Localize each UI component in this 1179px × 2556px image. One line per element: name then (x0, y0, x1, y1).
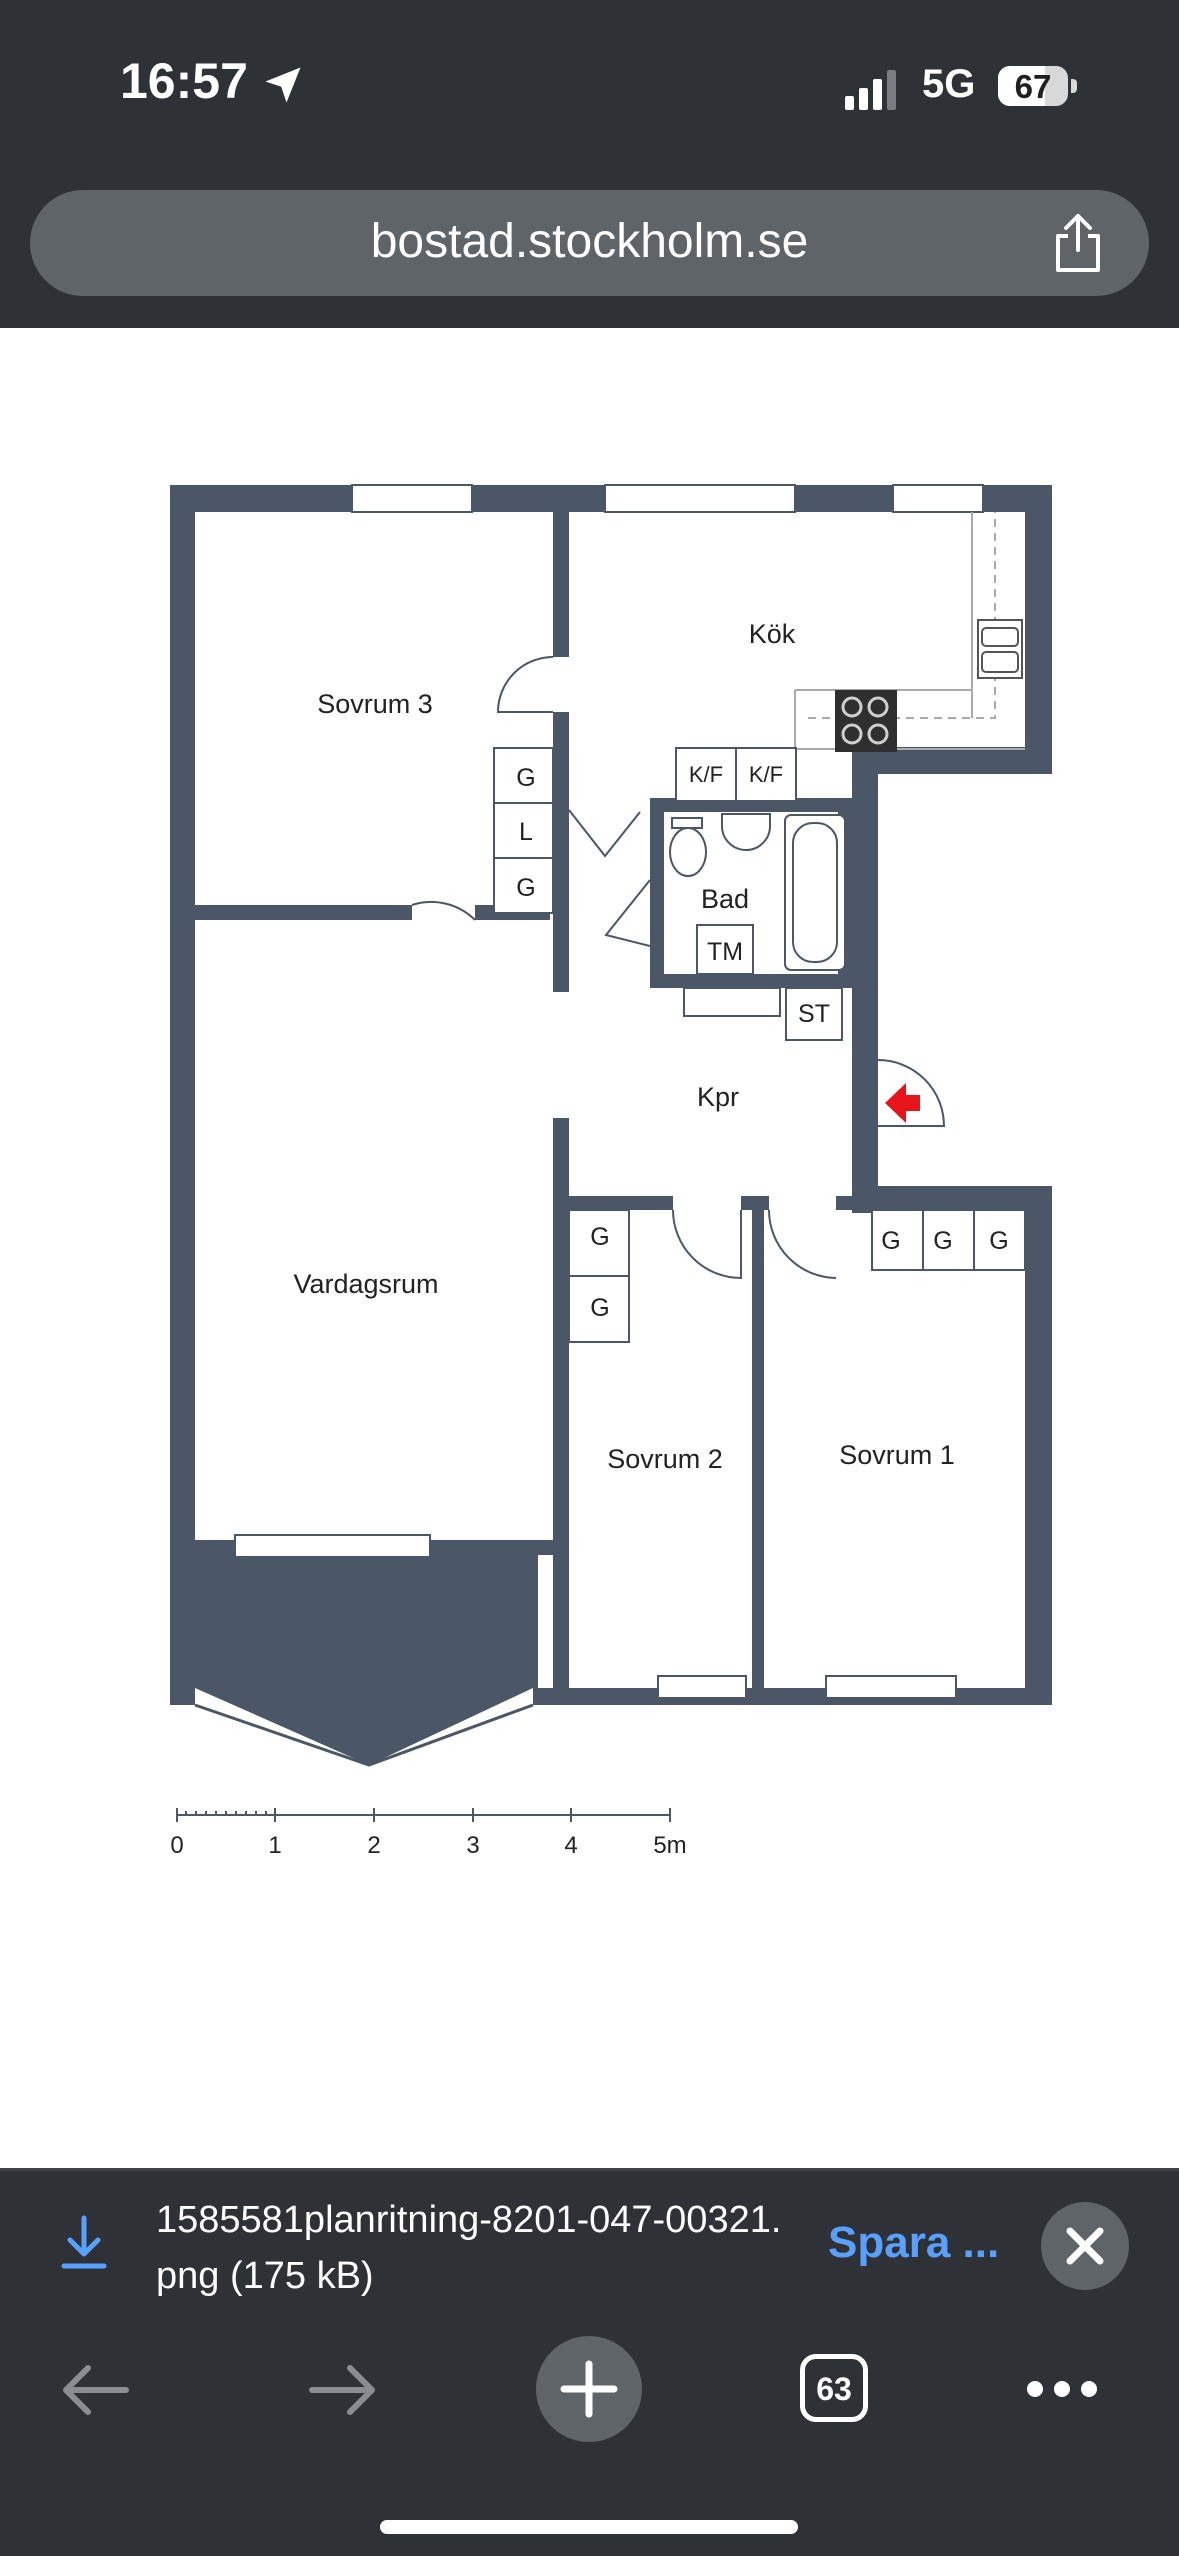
fixture-label-linen: L (519, 818, 533, 846)
fixture-label-wardrobe: G (516, 764, 535, 792)
room-label-sovrum-2: Sovrum 2 (607, 1444, 723, 1474)
fixture-label-storage: ST (798, 1000, 830, 1028)
fixture-label-wardrobe: G (989, 1227, 1008, 1255)
close-icon (1066, 2227, 1104, 2265)
fixture-label-dryer: TM (707, 938, 743, 966)
fixture-label-fridge-freezer: K/F (689, 762, 723, 787)
scale-label: 2 (367, 1832, 380, 1859)
entrance-arrow (885, 1083, 920, 1123)
scale-label: 3 (466, 1832, 479, 1859)
cellular-signal-icon (845, 70, 896, 110)
bathroom-fixtures (669, 813, 846, 971)
battery-indicator: 67 (998, 66, 1078, 106)
battery-level: 67 (1014, 68, 1052, 105)
fixture-label-wardrobe: G (516, 874, 535, 902)
battery-fill (998, 66, 1045, 106)
status-bar (0, 0, 1179, 170)
room-label-vardagsrum: Vardagsrum (293, 1269, 438, 1299)
fixture-label-wardrobe: G (933, 1227, 952, 1255)
fixture-label-fridge-freezer: K/F (749, 762, 783, 787)
stove (835, 690, 897, 752)
fixture-label-wardrobe: G (590, 1223, 609, 1251)
url-bar[interactable]: bostad.stockholm.se (30, 190, 1149, 296)
new-tab-button[interactable] (536, 2336, 642, 2442)
status-time: 16:57 (120, 53, 248, 109)
download-bar (0, 2168, 1179, 2326)
close-download-button[interactable] (1041, 2202, 1129, 2290)
room-label-bad: Bad (701, 884, 749, 914)
door-swings (411, 656, 946, 1633)
fixture-label-wardrobe: G (590, 1294, 609, 1322)
fixture-label-wardrobe: G (881, 1227, 900, 1255)
tab-count: 63 (816, 2371, 852, 2407)
room-label-sovrum-3: Sovrum 3 (317, 689, 433, 719)
scale-label: 1 (268, 1832, 281, 1859)
scale-bar (176, 1808, 671, 1822)
room-label-kok: Kök (749, 619, 796, 649)
scale-label: 0 (170, 1832, 183, 1859)
battery-tip (1071, 79, 1077, 93)
fixture-boxes (493, 747, 1026, 1343)
forward-arrow-icon[interactable] (306, 2360, 380, 2420)
tab-switcher-button[interactable]: 63 (800, 2354, 868, 2422)
more-menu-icon[interactable] (1024, 2378, 1100, 2400)
scale-label: 5m (653, 1832, 686, 1859)
room-label-kpr: Kpr (697, 1082, 739, 1112)
save-button[interactable]: Spara ... (828, 2218, 1000, 2267)
download-file-name: 1585581planritning-8201-047-00321.png (1… (156, 2199, 782, 2297)
location-arrow-icon (265, 67, 301, 103)
scale-label: 4 (564, 1832, 577, 1859)
balcony (194, 1703, 534, 1767)
floor-plan: Sovrum 3 Kök Bad Kpr Vardagsrum Sovrum 2… (170, 484, 1052, 1859)
network-type: 5G (922, 62, 976, 106)
home-indicator (380, 2520, 798, 2534)
url-text: bostad.stockholm.se (370, 215, 809, 268)
back-arrow-icon[interactable] (58, 2360, 132, 2420)
share-icon[interactable] (1050, 212, 1106, 274)
room-label-sovrum-1: Sovrum 1 (839, 1440, 955, 1470)
plus-icon (560, 2360, 618, 2418)
windows (234, 484, 984, 1699)
kitchen-counter (794, 512, 1025, 750)
download-icon (61, 2215, 107, 2269)
